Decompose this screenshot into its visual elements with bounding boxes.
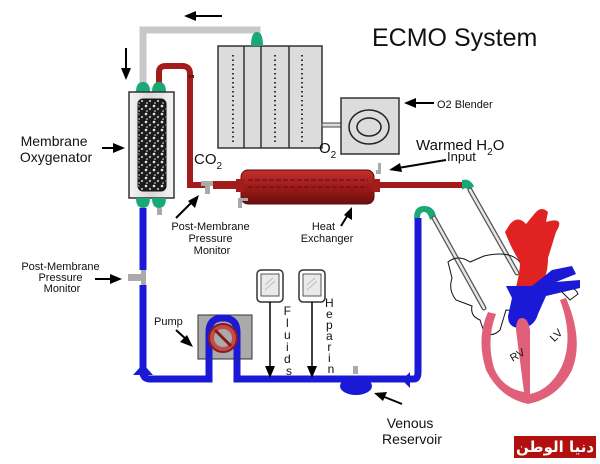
warmed-input-label: Input: [447, 149, 476, 164]
venous-cannula: [431, 215, 487, 311]
post-membrane-pressure-tee-top: [201, 181, 213, 194]
venous-connector: [414, 206, 436, 220]
heat-exchanger: [236, 169, 380, 205]
fluids-bag: [256, 269, 284, 303]
gas-panel-connector: [251, 32, 263, 46]
heat-exchanger-label: Heat Exchanger: [301, 221, 354, 245]
warmed-h2o-arrow-icon: [389, 159, 447, 172]
hx-inlet-line: [213, 181, 241, 189]
venous-flow-arrow-icon: [133, 364, 153, 375]
heparin-arrow-icon: [307, 302, 317, 378]
down-arrow-icon: [121, 48, 131, 80]
roller-pump: [197, 314, 253, 360]
warmed-h2o-label: Warmed H2O: [416, 137, 504, 158]
post-membrane-label-top: Post-Membrane Pressure Monitor: [171, 221, 252, 257]
membrane-oxygenator-arrow-icon: [102, 143, 125, 153]
co2-exhaust-cap: [188, 75, 194, 78]
o2-blender-label: O2 Blender: [437, 99, 493, 111]
fluids-label: F l u i d s: [284, 304, 295, 378]
venous-inlet-arrow-icon: [402, 372, 410, 388]
gas-flowmeter-panel: [217, 32, 323, 149]
o2-line: [321, 122, 343, 128]
membrane-oxygenator: [128, 82, 175, 215]
arterial-cannula: [467, 187, 520, 276]
membrane-oxygenator-label: Membrane Oxygenator: [20, 133, 93, 165]
vena-cava: [506, 266, 580, 328]
watermark-logo: دنيا الوطن: [514, 436, 596, 458]
lv-label: LV: [548, 327, 566, 345]
pump-label: Pump: [154, 316, 183, 328]
post-membrane-pressure-tee-left: [128, 270, 146, 285]
water-outlet-port: [238, 198, 248, 208]
diagram-title: ECMO System: [372, 24, 537, 52]
venous-reservoir-arrow-icon: [374, 392, 403, 405]
pump-arrow-icon: [175, 329, 193, 347]
heart: [447, 209, 580, 404]
o2-label: O2: [319, 140, 337, 161]
post-membrane-label-left: Post-Membrane Pressure Monitor: [21, 261, 102, 295]
o2-blender: [340, 97, 400, 155]
right-atrium-outline: [447, 253, 531, 336]
heparin-label: H e p a r i n: [325, 296, 337, 376]
ventricle-wall: [481, 298, 577, 404]
water-inlet-port: [376, 163, 381, 174]
co2-label: CO2: [194, 151, 223, 172]
post-membrane-top-arrow-icon: [175, 195, 199, 219]
heparin-bag: [298, 269, 326, 303]
heat-exchanger-arrow-icon: [340, 207, 352, 227]
gas-flow-arrow-icon: [184, 11, 222, 21]
venous-reservoir: [340, 366, 372, 395]
o2-blender-arrow-icon: [404, 98, 434, 108]
venous-reservoir-label: Venous Reservoir: [382, 415, 442, 447]
post-oxygenator-arterial-line: [156, 63, 205, 188]
fluids-arrow-icon: [265, 302, 275, 378]
post-membrane-left-arrow-icon: [95, 274, 122, 284]
aorta: [505, 209, 560, 300]
